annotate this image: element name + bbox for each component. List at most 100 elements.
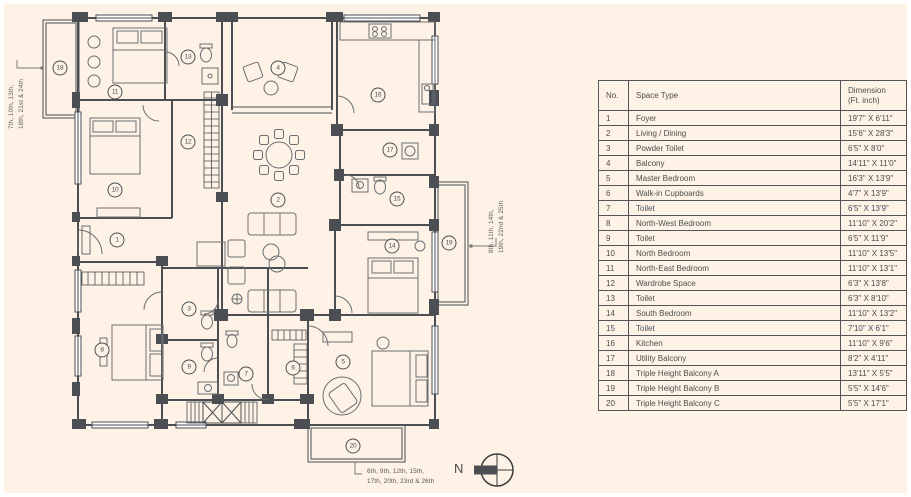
cell-space-type: Toilet xyxy=(628,230,841,246)
table-row: 19 Triple Height Balcony B 5'5" X 14'6" xyxy=(598,380,907,396)
room-number-marker: 10 xyxy=(107,182,123,198)
room-number-marker: 1 xyxy=(109,232,125,248)
cell-no: 10 xyxy=(598,245,629,261)
cell-dimension: 11'10" X 13'1" xyxy=(840,260,907,276)
bed-icon xyxy=(367,257,419,314)
dimensions-table: No. Space Type Dimension (Ft. inch) 1 Fo… xyxy=(598,80,907,411)
cell-dimension: 8'2" X 4'11" xyxy=(840,350,907,366)
bed-icon xyxy=(111,324,164,381)
table-row: 9 Toilet 6'5" X 11'9" xyxy=(598,230,907,246)
cell-dimension: 13'11" X 5'5" xyxy=(840,365,907,381)
cell-no: 18 xyxy=(598,365,629,381)
cell-no: 1 xyxy=(598,110,629,126)
cell-no: 15 xyxy=(598,320,629,336)
furniture xyxy=(81,21,436,416)
wardrobe-hatching xyxy=(81,91,308,424)
toilet-fixtures xyxy=(351,176,387,195)
sofa-icon xyxy=(227,212,297,313)
room-number-marker: 14 xyxy=(384,238,400,254)
cell-dimension: 4'7" X 13'9" xyxy=(840,185,907,201)
cell-no: 17 xyxy=(598,350,629,366)
compass-north-label: N xyxy=(454,461,464,476)
table-row: 18 Triple Height Balcony A 13'11" X 5'5" xyxy=(598,365,907,381)
wall-piers xyxy=(72,12,440,429)
cell-dimension: 6'3" X 8'10" xyxy=(840,290,907,306)
cell-no: 14 xyxy=(598,305,629,321)
header-space-type: Space Type xyxy=(628,80,841,111)
cell-dimension: 11'10" X 13'2" xyxy=(840,305,907,321)
cell-dimension: 6'5" X 11'9" xyxy=(840,230,907,246)
cell-space-type: South Bedroom xyxy=(628,305,841,321)
cell-space-type: Balcony xyxy=(628,155,841,171)
annotation-leaders xyxy=(16,60,497,475)
toilet-fixtures xyxy=(199,43,219,85)
door-swings xyxy=(77,51,360,401)
room-number-marker: 18 xyxy=(52,60,68,76)
room-number-marker: 7 xyxy=(238,366,254,382)
cell-no: 7 xyxy=(598,200,629,216)
room-number-marker: 12 xyxy=(180,134,196,150)
compass-icon xyxy=(474,453,514,487)
table-header-row: No. Space Type Dimension (Ft. inch) xyxy=(598,80,907,111)
table-row: 17 Utility Balcony 8'2" X 4'11" xyxy=(598,350,907,366)
bed-icon xyxy=(371,350,429,407)
cell-space-type: Walk-in Cupboards xyxy=(628,185,841,201)
windows xyxy=(74,14,439,429)
room-number-marker: 9 xyxy=(181,359,197,375)
room-number-marker: 15 xyxy=(389,191,405,207)
table-row: 20 Triple Height Balcony C 5'5" X 17'1" xyxy=(598,395,907,411)
table-row: 11 North-East Bedroom 11'10" X 13'1" xyxy=(598,260,907,276)
armchair-icon xyxy=(328,383,358,413)
toilet-fixtures xyxy=(223,330,239,386)
cell-dimension: 11'10" X 13'5" xyxy=(840,245,907,261)
toilet-fixtures xyxy=(200,310,214,330)
tv-unit-icon xyxy=(196,241,226,267)
dining-table-icon xyxy=(253,129,305,181)
room-number-marker: 2 xyxy=(270,192,286,208)
annotation-left-floors: 7th, 10th, 13th, 18th, 21st & 24th xyxy=(8,78,25,129)
cell-space-type: Master Bedroom xyxy=(628,170,841,186)
cell-space-type: Triple Height Balcony C xyxy=(628,395,841,411)
room-number-marker: 20 xyxy=(345,438,361,454)
cell-space-type: Toilet xyxy=(628,290,841,306)
shaft-box xyxy=(202,401,242,424)
cell-dimension: 6'3" X 13'8" xyxy=(840,275,907,291)
cell-dimension: 15'6" X 28'3" xyxy=(840,125,907,141)
cell-dimension: 14'11" X 11'0" xyxy=(840,155,907,171)
table-row: 15 Toilet 7'10" X 6'1" xyxy=(598,320,907,336)
room-number-marker: 13 xyxy=(180,49,196,65)
cell-space-type: North-West Bedroom xyxy=(628,215,841,231)
cell-no: 13 xyxy=(598,290,629,306)
cell-dimension: 16'3" X 13'9" xyxy=(840,170,907,186)
cell-dimension: 6'5" X 13'9" xyxy=(840,200,907,216)
header-dimension: Dimension (Ft. inch) xyxy=(840,80,907,111)
floor-plan-drawing xyxy=(16,12,514,487)
cell-no: 16 xyxy=(598,335,629,351)
cell-dimension: 6'5" X 8'0" xyxy=(840,140,907,156)
table-row: 13 Toilet 6'3" X 8'10" xyxy=(598,290,907,306)
cell-no: 5 xyxy=(598,170,629,186)
cell-dimension: 19'7" X 6'11" xyxy=(840,110,907,126)
washing-machine-icon xyxy=(401,142,419,160)
cell-space-type: Living / Dining xyxy=(628,125,841,141)
table-row: 7 Toilet 6'5" X 13'9" xyxy=(598,200,907,216)
annotation-right-floors: 8th, 11th, 14th, 19th, 22nd & 25th xyxy=(488,200,505,253)
table-row: 10 North Bedroom 11'10" X 13'5" xyxy=(598,245,907,261)
cell-dimension: 5'5" X 17'1" xyxy=(840,395,907,411)
cell-no: 9 xyxy=(598,230,629,246)
room-number-marker: 3 xyxy=(181,301,197,317)
cell-space-type: Triple Height Balcony A xyxy=(628,365,841,381)
kitchen-counter-icon xyxy=(339,21,436,113)
rug-icon xyxy=(322,376,362,416)
table-row: 4 Balcony 14'11" X 11'0" xyxy=(598,155,907,171)
table-row: 5 Master Bedroom 16'3" X 13'9" xyxy=(598,170,907,186)
cell-dimension: 7'10" X 6'1" xyxy=(840,320,907,336)
cell-space-type: Wardrobe Space xyxy=(628,275,841,291)
room-number-marker: 16 xyxy=(370,87,386,103)
table-row: 14 South Bedroom 11'10" X 13'2" xyxy=(598,305,907,321)
room-number-marker: 17 xyxy=(382,142,398,158)
cell-no: 8 xyxy=(598,215,629,231)
cell-space-type: Foyer xyxy=(628,110,841,126)
